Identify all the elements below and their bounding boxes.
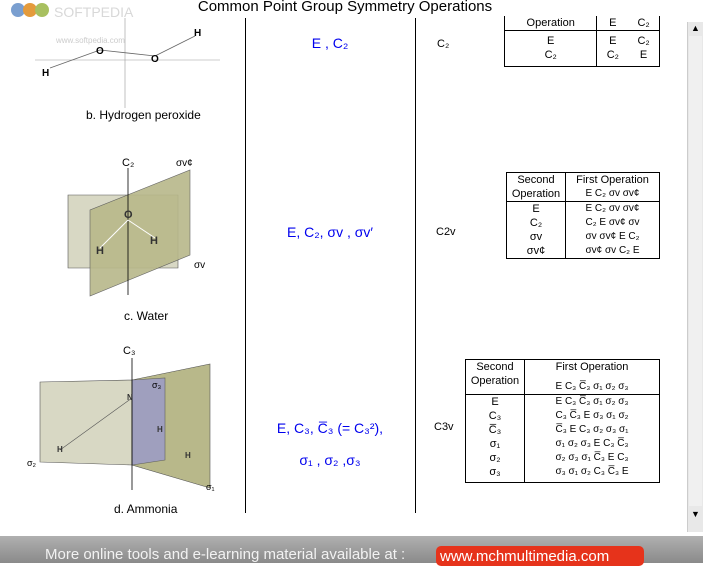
table-c2v-row: E C₂ σv σv¢ <box>585 203 640 214</box>
table-c3v-row-label: E <box>465 394 525 409</box>
table-c3v-row: C̅₃ E C₃ σ₂ σ₃ σ₁ <box>555 424 629 435</box>
table-c2-header-op: Operation <box>504 16 598 31</box>
ammonia-axis-label: C₃ <box>123 345 135 357</box>
atom-h2: H <box>194 28 201 39</box>
atom-o1: O <box>96 46 104 57</box>
table-c3v: Second Operation First Operation E C₃ C̅… <box>465 359 660 483</box>
table-c3v-row-label: σ₁ <box>465 437 525 451</box>
water-plane-label-1: σv¢ <box>176 158 193 169</box>
scroll-up-arrow-icon[interactable]: ▲ <box>691 23 700 33</box>
table-c3v-first-label: First Operation <box>555 361 629 373</box>
table-c2v-row: C₂ E σv¢ σv <box>585 217 640 228</box>
water-axis-label: C₂ <box>122 157 134 169</box>
footer-text: More online tools and e-learning materia… <box>45 546 406 563</box>
table-c2-row-label: C₂ <box>504 48 598 67</box>
atom-o: O <box>124 209 133 221</box>
water-plane-label-2: σv <box>194 260 205 271</box>
table-c2-row-label: E <box>504 30 598 48</box>
ops-ammonia-line2: σ₁ , σ₂ ,σ₃ <box>299 452 361 468</box>
footer-link-button[interactable] <box>436 546 644 566</box>
table-c3v-row: σ₃ σ₁ σ₂ C₃ C̅₃ E <box>555 466 629 477</box>
table-c2-header-c2: C₂ <box>637 17 650 29</box>
table-c3v-row-label: C₃ <box>465 409 525 423</box>
table-c3v-row-label: σ₃ <box>465 465 525 483</box>
ops-water: E, C₂, σv , σv′ <box>286 224 374 240</box>
group-c2: C₂ <box>437 38 450 50</box>
caption-ammonia: d. Ammonia <box>114 502 178 516</box>
hydrogen-peroxide-diagram: H O O H <box>30 18 230 108</box>
ammonia-plane-label-2: σ₂ <box>27 458 37 468</box>
column-divider-2 <box>415 18 416 513</box>
table-c2v-second-label: Second Operation <box>506 172 566 202</box>
table-c3v-row: E C₃ C̅₃ σ₁ σ₂ σ₃ <box>555 396 629 407</box>
column-divider-1 <box>245 18 246 513</box>
table-c2-cell: C₂ <box>606 49 619 61</box>
atom-h2: H <box>150 235 158 247</box>
table-c2v-row: σv σv¢ E C₂ <box>585 231 640 242</box>
table-c3v-second-label: Second Operation <box>465 359 525 395</box>
softpedia-logo: SOFTPEDIA <box>8 0 158 22</box>
atom-h1: H <box>96 245 104 257</box>
table-c3v-row: C₃ C̅₃ E σ₃ σ₁ σ₂ <box>555 410 629 421</box>
watermark-text: SOFTPEDIA <box>54 4 134 20</box>
ammonia-diagram: C₃ σ₃ σ₂ σ₁ N H H H <box>25 340 225 495</box>
scroll-track[interactable] <box>689 36 702 506</box>
table-c2-cell: E <box>609 35 617 47</box>
page-title: Common Point Group Symmetry Operations <box>197 0 493 15</box>
group-c3v: C3v <box>434 421 454 433</box>
table-c2v-first-label: First Operation <box>576 174 649 186</box>
scroll-down-arrow-icon[interactable]: ▼ <box>691 509 700 519</box>
atom-h1: H <box>42 68 49 79</box>
water-diagram: C₂ σv¢ σv O H H <box>60 150 230 310</box>
table-c2v-row-label: σv¢ <box>506 244 566 259</box>
table-c3v-cols: E C₃ C̅₃ σ₁ σ₂ σ₃ <box>555 381 629 392</box>
footer-link-text[interactable]: www.mchmultimedia.com <box>440 548 610 565</box>
table-c2v-row: σv¢ σv C₂ E <box>585 245 640 256</box>
table-c3v-row: σ₁ σ₂ σ₃ E C₃ C̅₃ <box>555 438 629 449</box>
table-c2: Operation E C₂ E E C₂ C₂ C₂ E <box>504 16 660 67</box>
watermark-small: www.softpedia.com <box>56 36 125 45</box>
atom-h1: H <box>57 445 63 454</box>
table-c2v-cols: E C₂ σv σv¢ <box>585 188 640 199</box>
atom-h2: H <box>157 425 163 434</box>
table-c2v: Second Operation First Operation E C₂ σv… <box>506 172 660 259</box>
atom-h3: H <box>185 451 191 460</box>
caption-hydrogen-peroxide: b. Hydrogen peroxide <box>86 108 201 122</box>
caption-water: c. Water <box>124 309 169 323</box>
group-c2v: C2v <box>436 226 456 238</box>
vertical-scrollbar[interactable]: ▲ ▼ <box>687 22 703 532</box>
table-c2v-row-label: σv <box>506 230 566 244</box>
table-c2-header-e: E <box>609 17 617 29</box>
table-c2v-row-label: C₂ <box>506 216 566 230</box>
ammonia-plane-label-1: σ₁ <box>206 482 215 492</box>
table-c3v-row: σ₂ σ₃ σ₁ C̅₃ E C₃ <box>555 452 629 463</box>
table-c2v-row-label: E <box>506 201 566 216</box>
ops-hydrogen-peroxide: E , C₂ <box>311 35 349 51</box>
table-c2-cell: E <box>639 49 648 61</box>
table-c3v-row-label: C̅₃ <box>465 423 525 437</box>
table-c3v-row-label: σ₂ <box>465 451 525 465</box>
atom-n: N <box>127 393 133 402</box>
table-c2-cell: C₂ <box>637 35 650 47</box>
ammonia-plane-label-3: σ₃ <box>152 380 162 390</box>
atom-o2: O <box>151 54 159 65</box>
ops-ammonia-line1: E, C₃, C̅₃ (= C₃²), <box>276 420 384 436</box>
